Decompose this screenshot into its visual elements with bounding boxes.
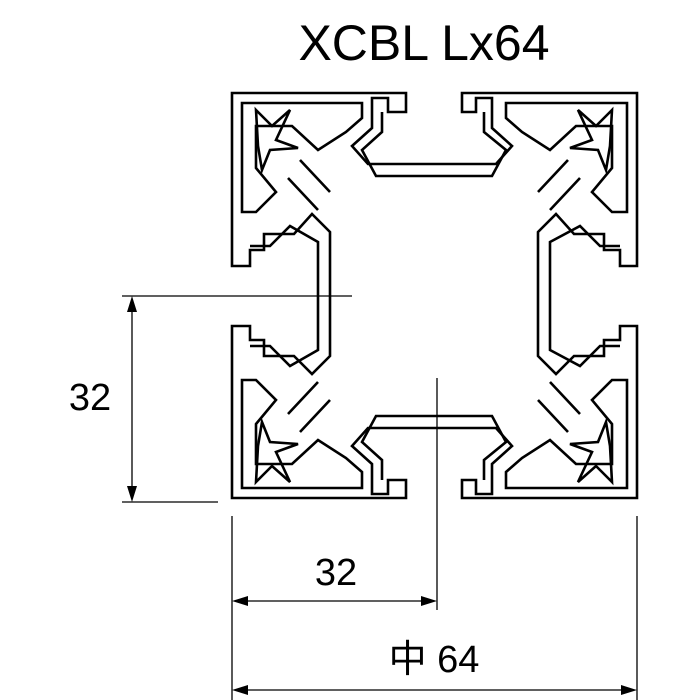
arrowhead-right-full xyxy=(621,685,637,695)
wall-top-right xyxy=(504,101,629,214)
dimension-full-width: 中 64 xyxy=(232,516,638,700)
half-width-dimension-label: 32 xyxy=(315,552,357,594)
profile-title: XCBL Lx64 xyxy=(298,15,549,71)
full-width-dimension-label: 中 64 xyxy=(389,639,480,681)
web-bottom-left xyxy=(287,381,331,433)
slot-right-inner xyxy=(548,224,620,368)
arrowhead-left-full xyxy=(232,685,248,695)
web-top-right xyxy=(537,159,581,211)
wall-bottom-right xyxy=(504,378,629,490)
corner-cavity-bottom-right xyxy=(569,417,614,486)
arrowhead-left xyxy=(232,596,248,606)
wall-bottom-left xyxy=(240,378,364,490)
corner-cavity-top-right xyxy=(569,106,614,175)
slot-bottom-inner xyxy=(360,414,508,480)
arrowhead-right xyxy=(421,596,437,606)
arrowhead-down xyxy=(127,486,137,502)
height-dimension-label: 32 xyxy=(69,377,111,419)
web-bottom-right xyxy=(537,381,581,433)
corner-cavity-top-left xyxy=(254,106,299,175)
slot-top-inner xyxy=(360,112,508,178)
aluminium-profile-section xyxy=(230,91,639,500)
dimension-half-width: 32 xyxy=(231,378,438,700)
wall-top-left xyxy=(240,101,364,214)
profile-outer-contour xyxy=(230,91,639,500)
arrowhead-up xyxy=(127,296,137,312)
dimension-height: 32 xyxy=(69,295,352,503)
corner-cavity-bottom-left xyxy=(254,417,299,486)
web-top-left xyxy=(287,159,331,211)
